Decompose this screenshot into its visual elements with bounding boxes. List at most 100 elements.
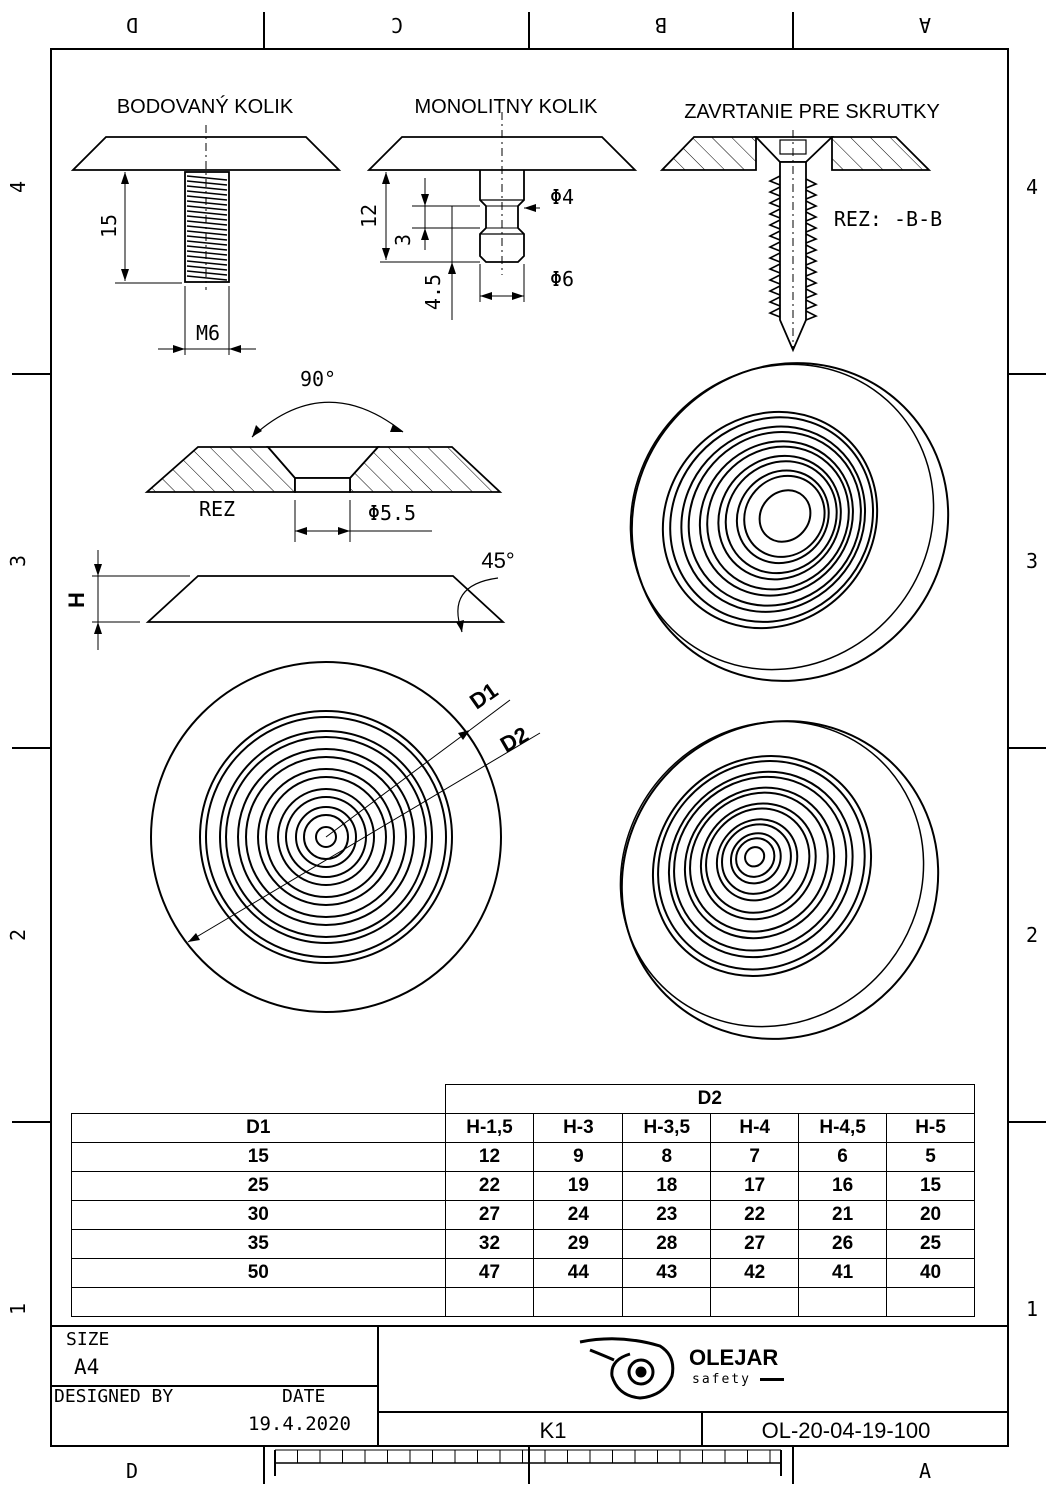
table-cell bbox=[886, 1287, 975, 1317]
dim-4-5: 4.5 bbox=[421, 274, 445, 310]
table-header-cell: H-3 bbox=[533, 1113, 624, 1143]
company-subtitle: safety bbox=[692, 1372, 751, 1387]
view-profile-45: H 45° bbox=[64, 548, 515, 650]
dim-12: 12 bbox=[357, 204, 381, 228]
rez-label: REZ bbox=[199, 497, 235, 521]
table-cell: 43 bbox=[622, 1258, 712, 1288]
table-cell: 22 bbox=[444, 1171, 535, 1201]
table-cell: 8 bbox=[622, 1142, 712, 1172]
table-header-cell: H-4 bbox=[710, 1113, 800, 1143]
drawing-number: OL-20-04-19-100 bbox=[762, 1418, 931, 1443]
dim-h: H bbox=[64, 592, 89, 608]
table-cell bbox=[798, 1287, 888, 1317]
table-cell: 30 bbox=[71, 1200, 446, 1230]
zone-label-right-3: 3 bbox=[1026, 549, 1038, 573]
table-cell: 5 bbox=[886, 1142, 975, 1172]
zone-label-top-a: A bbox=[919, 13, 931, 37]
dim-15: 15 bbox=[97, 214, 121, 238]
size-label: SIZE bbox=[66, 1329, 109, 1350]
size-value: A4 bbox=[74, 1355, 99, 1379]
designed-by-label: DESIGNED BY bbox=[54, 1386, 173, 1407]
table-cell: 35 bbox=[71, 1229, 446, 1259]
table-row bbox=[71, 1287, 975, 1317]
table-cell: 42 bbox=[710, 1258, 800, 1288]
table-cell: 7 bbox=[710, 1142, 800, 1172]
table-cell: 47 bbox=[444, 1258, 535, 1288]
olejar-logo-icon bbox=[579, 1337, 675, 1400]
dim-3: 3 bbox=[391, 234, 415, 246]
dim-m6: M6 bbox=[196, 321, 220, 345]
table-group-header: D2 bbox=[444, 1084, 976, 1114]
table-cell: 50 bbox=[71, 1258, 446, 1288]
table-cell: 25 bbox=[886, 1229, 975, 1259]
table-cell bbox=[444, 1287, 535, 1317]
table-header-cell: H-4,5 bbox=[798, 1113, 888, 1143]
table-cell bbox=[622, 1287, 712, 1317]
table-cell: 12 bbox=[444, 1142, 535, 1172]
date-value: 19.4.2020 bbox=[248, 1413, 351, 1435]
table-header-cell: H-1,5 bbox=[444, 1113, 535, 1143]
dim-d2: D2 bbox=[496, 722, 533, 758]
table-cell: 32 bbox=[444, 1229, 535, 1259]
angle-90: 90° bbox=[300, 367, 336, 391]
table-cell: 22 bbox=[710, 1200, 800, 1230]
dim-d1: D1 bbox=[465, 678, 502, 715]
monolitny-title: MONOLITNY KOLIK bbox=[414, 96, 598, 118]
logo-bar bbox=[760, 1378, 784, 1381]
table-cell: 25 bbox=[71, 1171, 446, 1201]
table-cell bbox=[533, 1287, 624, 1317]
table-cell: 23 bbox=[622, 1200, 712, 1230]
company-name: OLEJAR bbox=[689, 1345, 778, 1370]
table-cell: 41 bbox=[798, 1258, 888, 1288]
table-cell: 17 bbox=[710, 1171, 800, 1201]
part-number: K1 bbox=[540, 1418, 567, 1443]
thread-lines bbox=[186, 175, 228, 281]
table-cell bbox=[710, 1287, 800, 1317]
view-isometric-upper bbox=[629, 362, 950, 682]
table-cell: 16 bbox=[798, 1171, 888, 1201]
view-isometric-lower bbox=[619, 720, 940, 1040]
table-cell: 27 bbox=[710, 1229, 800, 1259]
table-cell: 19 bbox=[533, 1171, 624, 1201]
table-cell: 29 bbox=[533, 1229, 624, 1259]
view-zavrtanie: ZAVRTANIE PRE SKRUTKY REZ: -B-B bbox=[659, 101, 942, 353]
table-header-row: D1 H-1,5 H-3 H-3,5 H-4 H-4,5 H-5 bbox=[71, 1113, 975, 1143]
title-block-text: SIZE A4 DESIGNED BY DATE 19.4.2020 K1 OL… bbox=[54, 1329, 930, 1443]
table-cell: 15 bbox=[886, 1171, 975, 1201]
scale-ruler-ticks bbox=[274, 1450, 771, 1463]
table-cell: 21 bbox=[798, 1200, 888, 1230]
table-cell: 26 bbox=[798, 1229, 888, 1259]
zone-label-top-d: D bbox=[126, 13, 138, 37]
table-header-cell: H-5 bbox=[886, 1113, 975, 1143]
view-section-90: 90° REZ Φ5.5 bbox=[144, 367, 503, 542]
zone-label-right-4: 4 bbox=[1026, 175, 1038, 199]
table-blank-corner bbox=[71, 1084, 446, 1114]
screw-thread bbox=[768, 175, 818, 321]
zone-label-top-c: C bbox=[391, 13, 403, 37]
table-header-cell: H-3,5 bbox=[622, 1113, 712, 1143]
zone-labels: D C B A D A 4 3 2 1 4 3 2 1 bbox=[6, 13, 1038, 1483]
table-cell bbox=[71, 1287, 446, 1317]
table-cell: 6 bbox=[798, 1142, 888, 1172]
angle-45: 45° bbox=[481, 548, 514, 573]
table-cell: 15 bbox=[71, 1142, 446, 1172]
table-cell: 9 bbox=[533, 1142, 624, 1172]
zone-label-left-1: 1 bbox=[6, 1303, 30, 1315]
zone-label-bottom-a: A bbox=[919, 1459, 931, 1483]
dim-phi6: Φ6 bbox=[550, 267, 574, 291]
table-cell: 24 bbox=[533, 1200, 624, 1230]
zone-label-right-1: 1 bbox=[1026, 1297, 1038, 1321]
table-cell: 27 bbox=[444, 1200, 535, 1230]
table-cell: 20 bbox=[886, 1200, 975, 1230]
zone-label-right-2: 2 bbox=[1026, 923, 1038, 947]
date-label: DATE bbox=[282, 1386, 325, 1407]
bodovany-title: BODOVANÝ KOLIK bbox=[117, 95, 294, 118]
table-cell: 28 bbox=[622, 1229, 712, 1259]
